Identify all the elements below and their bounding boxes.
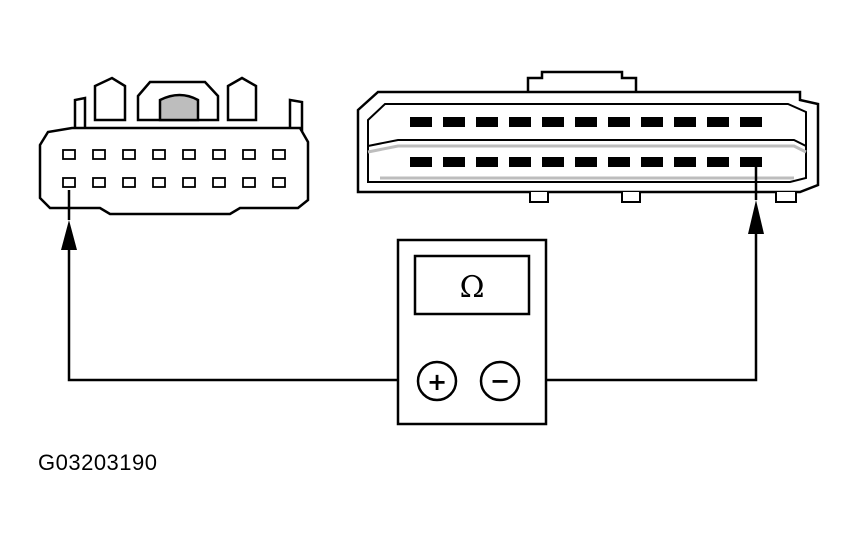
right-connector xyxy=(356,70,820,203)
left-probe-lead xyxy=(61,190,418,382)
probe-arrow-icon xyxy=(61,220,77,250)
left-connector-pins-row-1 xyxy=(62,149,286,160)
meter-display xyxy=(413,254,531,316)
right-probe-lead xyxy=(520,164,764,382)
left-connector-pins-row-2 xyxy=(62,177,286,188)
positive-terminal-label: + xyxy=(427,368,447,396)
right-connector-pins-row-1 xyxy=(410,117,762,127)
ohmmeter: Ω + − xyxy=(396,238,548,426)
negative-terminal-label: − xyxy=(490,367,510,395)
figure-id: G03203190 xyxy=(38,450,158,475)
negative-terminal xyxy=(479,360,521,402)
right-connector-pins-row-2 xyxy=(410,157,762,167)
left-connector xyxy=(38,76,310,216)
positive-terminal xyxy=(416,360,458,402)
probe-arrow-icon xyxy=(748,200,764,234)
meter-display-symbol: Ω xyxy=(460,270,485,305)
